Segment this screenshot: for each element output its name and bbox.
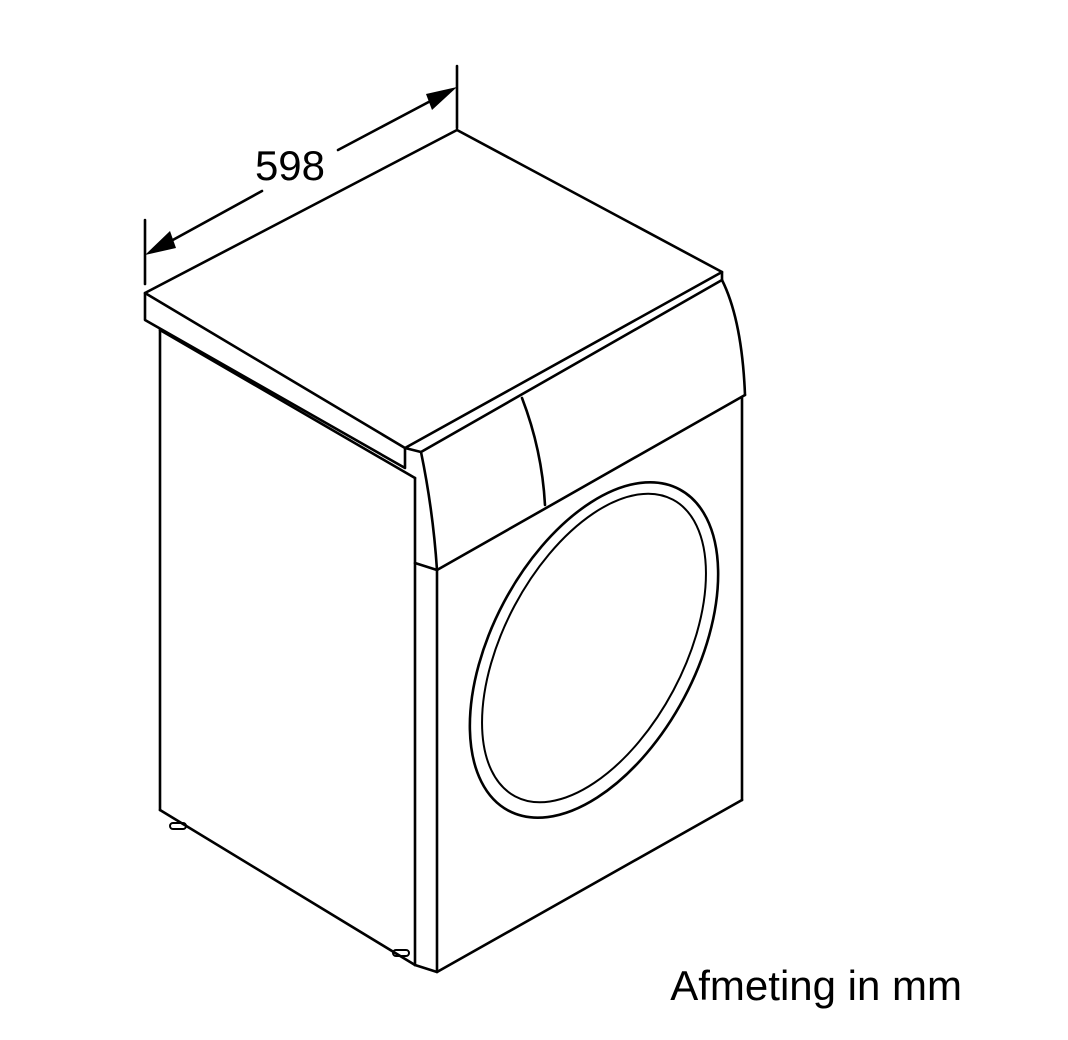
door-inner-ring xyxy=(481,492,707,804)
unit-note: Afmeting in mm xyxy=(670,962,962,1009)
door-outer-ring xyxy=(468,481,720,819)
arrowhead-left-icon xyxy=(145,231,176,255)
top-surface xyxy=(143,128,724,450)
top-edge-left xyxy=(143,291,407,470)
machine-outline xyxy=(143,128,747,974)
foot-front xyxy=(392,949,410,957)
foot-left xyxy=(169,822,187,830)
width-dimension-label: 598 xyxy=(255,142,325,189)
dimension-line-right xyxy=(336,94,442,152)
arrowhead-right-icon xyxy=(426,87,457,110)
detergent-drawer-divider xyxy=(520,396,547,507)
control-panel-side-bottom xyxy=(413,561,439,572)
control-panel-bottom xyxy=(435,393,747,572)
dimension-line-left xyxy=(158,189,264,249)
side-bottom-edge xyxy=(158,808,417,967)
control-panel-right-curve xyxy=(720,278,747,397)
width-dimension: 598 xyxy=(143,64,459,286)
side-top-edge xyxy=(158,328,417,480)
front-bottom-edge xyxy=(413,798,744,974)
control-panel-left-curve xyxy=(419,450,439,572)
control-panel-top xyxy=(403,270,724,454)
